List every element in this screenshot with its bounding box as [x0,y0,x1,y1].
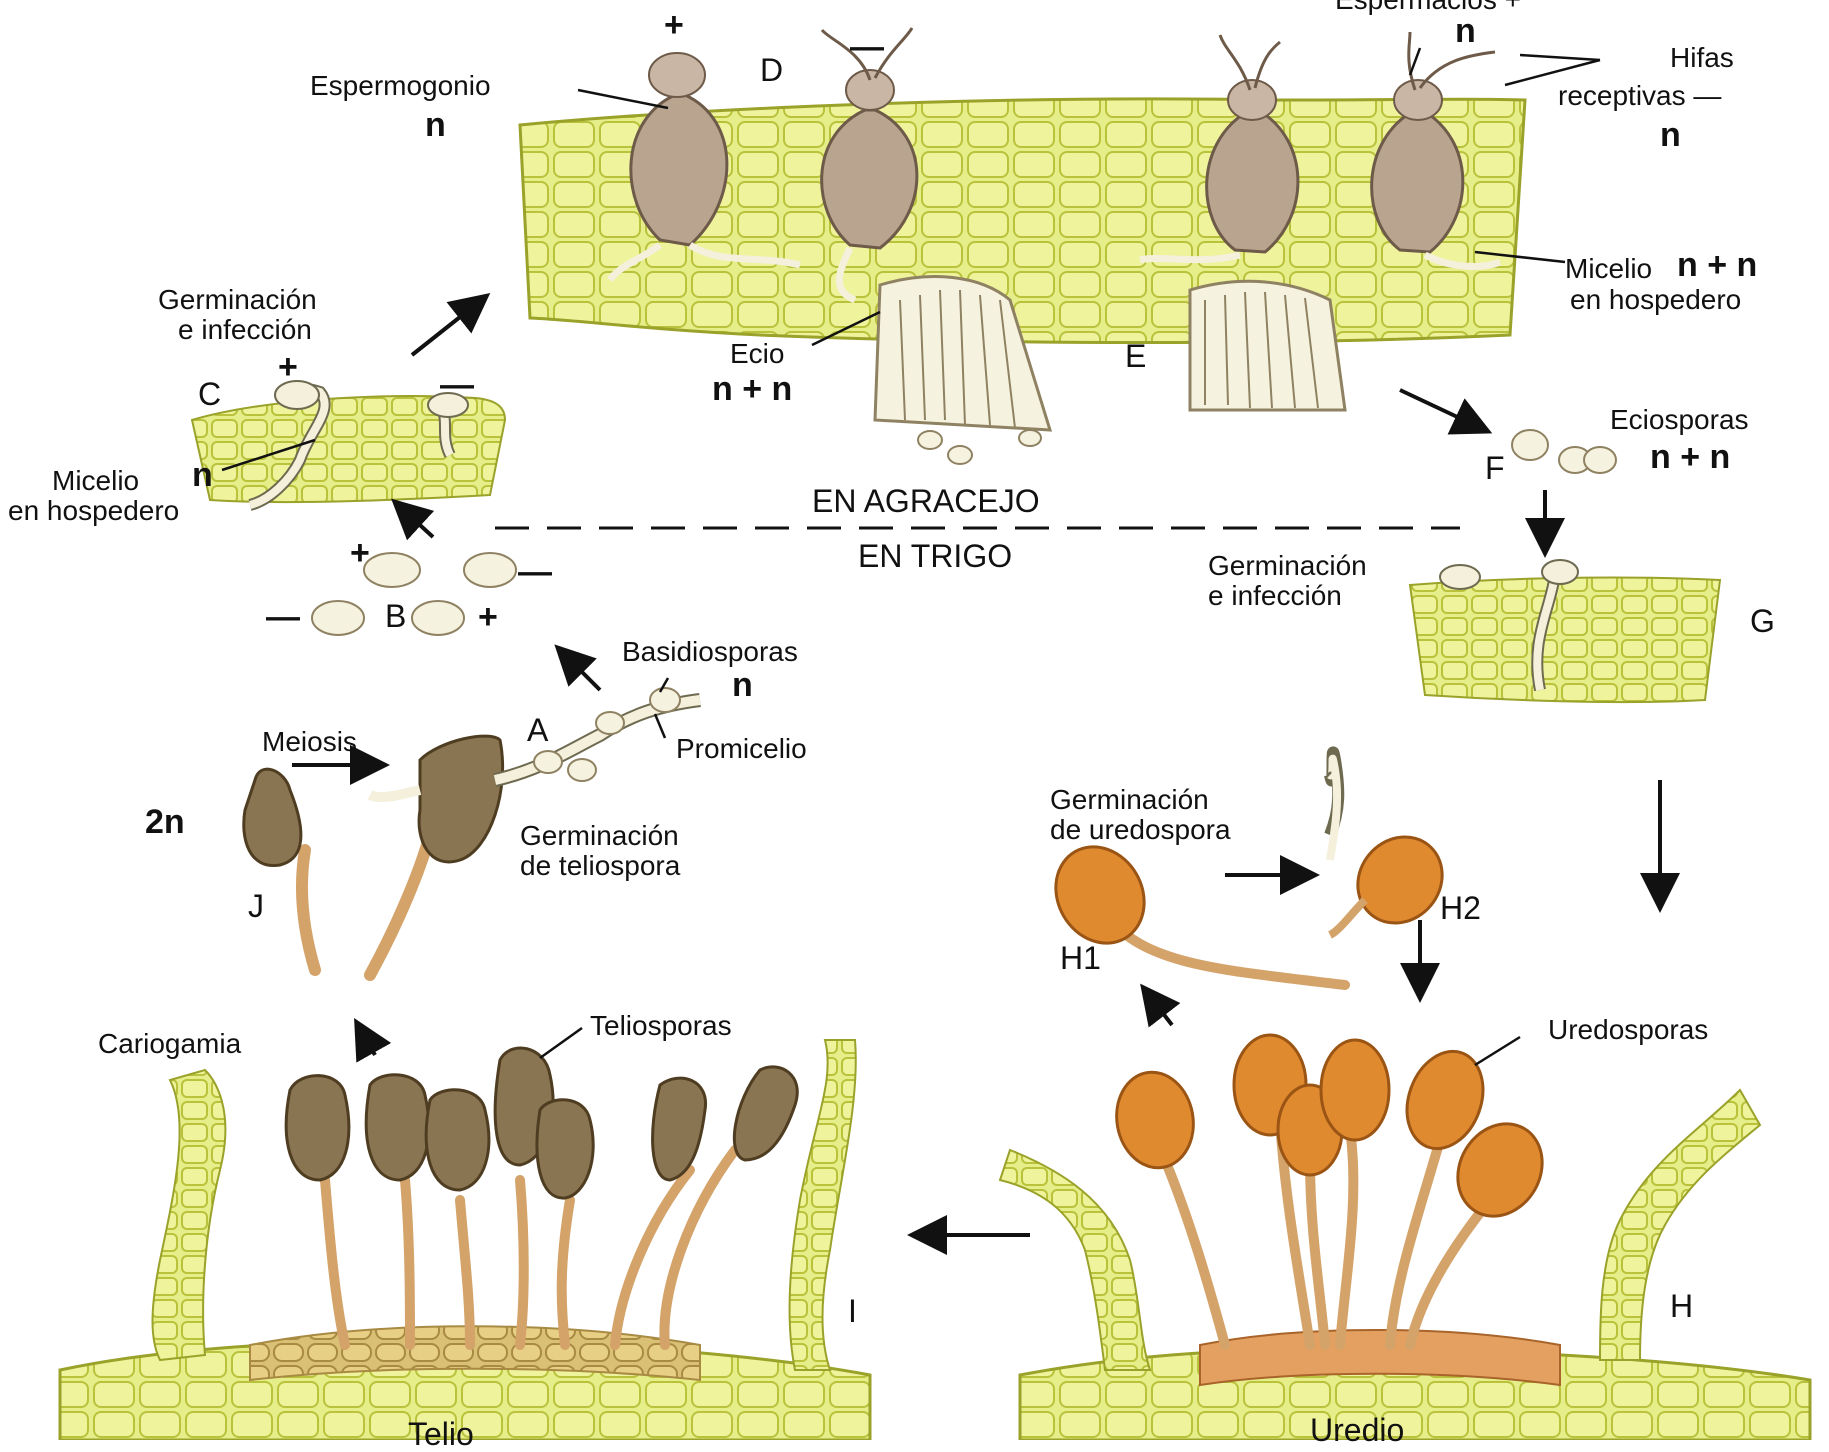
label-letter-b: B [385,600,406,632]
label-meiosis: Meiosis [262,728,357,756]
label-germinacion-g-2: e infección [1208,582,1342,610]
teliospores-cluster [286,1048,797,1345]
label-hifas-ploidy: n [1660,118,1681,152]
label-minus-b2: — [266,600,300,634]
label-plus-b1: + [350,536,370,570]
label-plus-b2: + [478,600,498,634]
label-teliosporas: Teliosporas [590,1012,732,1040]
label-letter-h: H [1670,1290,1693,1322]
label-receptivas: receptivas — [1558,82,1721,110]
arrow-cariogamia [358,1025,375,1055]
label-uredosporas: Uredosporas [1548,1016,1708,1044]
label-promicelio: Promicelio [676,735,807,763]
label-telio: Telio [408,1418,474,1450]
label-letter-e: E [1125,340,1146,372]
label-germinacion-telio-2: de teliospora [520,852,680,880]
label-germinacion-uredo-2: de uredospora [1050,816,1231,844]
label-minus-c: — [440,368,474,402]
label-en-hospedero-left: en hospedero [8,497,179,525]
label-germinacion-c-1: Germinación [158,286,317,314]
label-2n: 2n [145,805,185,839]
label-micelio-nn-ploidy: n + n [1677,248,1757,282]
label-h2: H2 [1440,892,1481,924]
teliospore-j [244,769,315,970]
urediospore-h2 [1318,749,1460,940]
label-letter-i: I [848,1295,857,1327]
label-ecio-ploidy: n + n [712,372,792,406]
label-letter-g: G [1750,605,1775,637]
label-letter-c: C [198,378,221,410]
label-espermacios: Espermacios + [1335,0,1521,14]
label-letter-j: J [248,890,264,922]
label-germinacion-uredo-1: Germinación [1050,786,1209,814]
leader-uredosporas [1475,1037,1520,1065]
leader-teliosporas [540,1028,582,1058]
label-micelio-nn: Micelio [1565,255,1652,283]
leader-hifas-1 [1520,55,1600,60]
label-minus-d: — [850,30,884,64]
label-letter-f: F [1485,452,1505,484]
leader-espermacios [1410,48,1420,75]
label-en-trigo: EN TRIGO [858,540,1012,572]
label-micelio-n: Micelio [52,467,139,495]
label-letter-a: A [527,714,548,746]
label-basidiosporas: Basidiosporas [622,638,798,666]
arrow-a-to-b [560,650,600,690]
label-germinacion-g-1: Germinación [1208,552,1367,580]
spermogonium-right-1 [1207,35,1298,252]
label-ecio: Ecio [730,340,784,368]
label-minus-b1: — [518,555,552,589]
label-eciosporas: Eciosporas [1610,406,1749,434]
label-espermacios-ploidy: n [1455,14,1476,48]
label-en-agracejo: EN AGRACEJO [812,485,1040,517]
arrow-e-to-f [1400,390,1485,430]
label-h1: H1 [1060,942,1101,974]
spermogonium-plus [631,53,727,245]
aeciospores-f [1512,430,1616,473]
arrow-uredio-to-h1 [1145,990,1172,1025]
label-germinacion-telio-1: Germinación [520,822,679,850]
label-micelio-n-ploidy: n [192,458,213,492]
aecium-right [1190,281,1345,410]
label-germinacion-c-2: e infección [178,316,312,344]
label-plus-d: + [664,8,684,42]
arrow-c-to-top [412,298,484,355]
urediospores-cluster [1109,1035,1558,1345]
leader-espermogonio [578,90,668,108]
arrow-b-to-c [397,504,433,537]
label-uredio: Uredio [1310,1414,1404,1446]
label-en-hospedero-right: en hospedero [1570,286,1741,314]
label-letter-d: D [760,54,783,86]
label-eciosporas-ploidy: n + n [1650,440,1730,474]
label-hifas: Hifas [1670,44,1734,72]
label-cariogamia: Cariogamia [98,1030,241,1058]
label-espermogonio: Espermogonio [310,72,491,100]
leader-promicelio [655,714,665,738]
label-espermogonio-ploidy: n [425,108,446,142]
label-plus-c: + [278,350,298,384]
tissue-g [1410,560,1720,702]
label-basidiosporas-ploidy: n [732,668,753,702]
